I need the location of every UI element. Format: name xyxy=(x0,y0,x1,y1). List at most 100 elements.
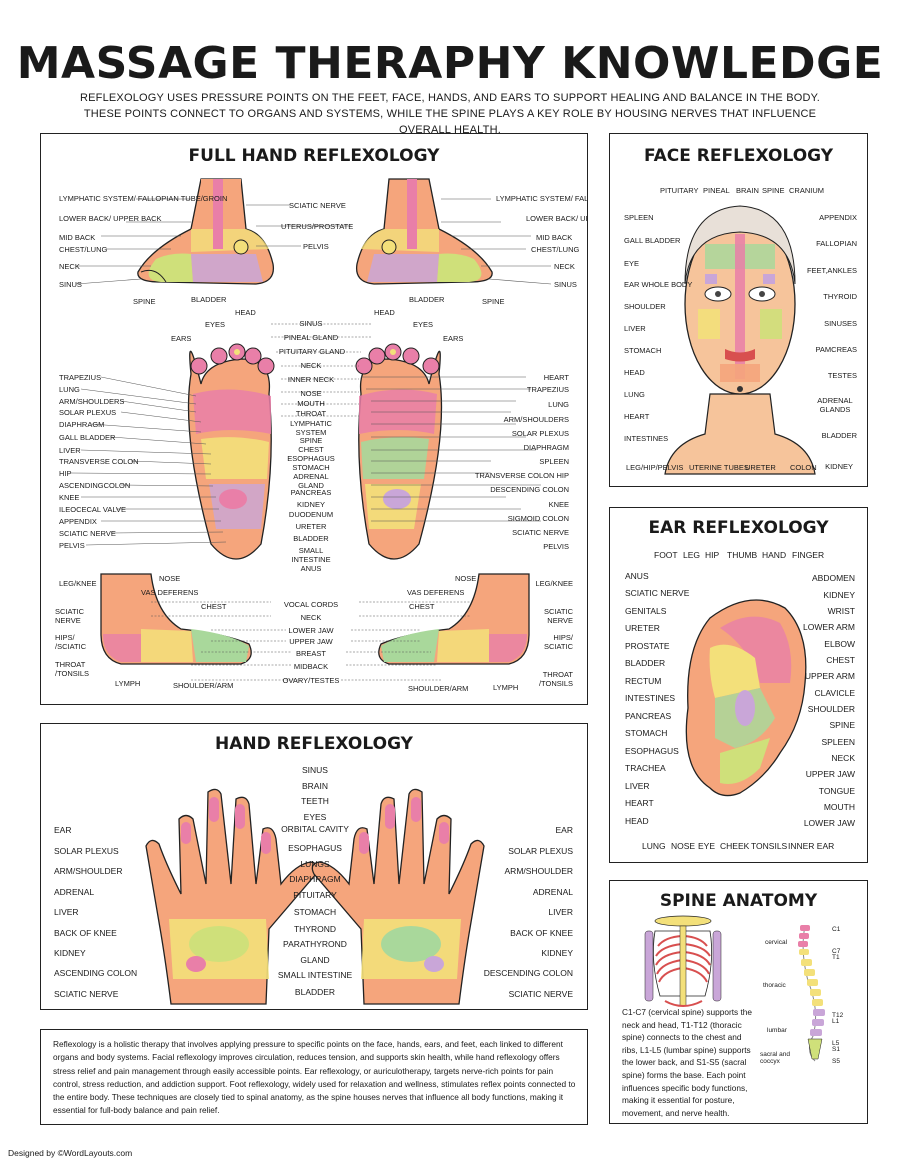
foot-illustrations xyxy=(70,178,552,681)
hand-left-1: SOLAR PLEXUS xyxy=(54,846,119,856)
sole-left-10: KNEE xyxy=(59,493,80,502)
face-top-4: CRANIUM xyxy=(789,186,824,195)
sole-center-19: SMALL INTESTINE xyxy=(291,546,331,564)
ear-left-8: PANCREAS xyxy=(625,711,672,721)
face-left-3: EAR WHOLE BODY xyxy=(624,280,693,289)
foot-top-right-1: LOWER BACK/ UPPER BACK xyxy=(526,214,587,223)
hand-left-7: ASCENDING COLON xyxy=(54,968,138,978)
foot-top-right-0: LYMPHATIC SYSTEM/ FALLOPIAN TUBE/GROIN xyxy=(496,194,588,203)
hand-center-11: PARATHYROND xyxy=(283,939,347,949)
face-right-6: TESTES xyxy=(827,371,857,380)
side-right-4: LYMPH xyxy=(493,683,519,692)
hand-reflexology-panel: HAND REFLEXOLOGY EAR SOLAR PLEXUS ARM/SH… xyxy=(40,723,588,1010)
sole-center-12: STOMACH xyxy=(292,463,330,472)
sole-right-6: SPLEEN xyxy=(539,457,569,466)
sole-left-14: PELVIS xyxy=(59,541,85,550)
vertebra-c7: C7 xyxy=(832,948,841,955)
foot-top-left-2: MID BACK xyxy=(59,233,96,242)
ear-left-1: SCIATIC NERVE xyxy=(625,588,690,598)
ear-right-0: ABDOMEN xyxy=(812,573,855,583)
side-left-2: HIPS/ /SCIATIC xyxy=(55,633,87,651)
face-right-1: FALLOPIAN xyxy=(816,239,857,248)
ear-left-5: BLADDER xyxy=(625,658,666,668)
hand-left-4: LIVER xyxy=(54,907,79,917)
foot-top-bottom-0: SPINE xyxy=(133,297,156,306)
ear-left-0: ANUS xyxy=(625,571,649,581)
side-center-0: VOCAL CORDS xyxy=(283,600,339,609)
hand-panel-title: HAND REFLEXOLOGY xyxy=(215,734,413,754)
sole-left-13: SCIATIC NERVE xyxy=(59,529,116,538)
sole-right-12: PELVIS xyxy=(543,542,569,551)
sole-left-2: ARM/SHOULDERS xyxy=(59,397,125,406)
ear-illustration xyxy=(685,599,807,797)
hand-center-1: BRAIN xyxy=(302,781,328,791)
shoulder-arm-right: SHOULDER/ARM xyxy=(408,684,469,693)
face-left-2: EYE xyxy=(624,259,640,268)
face-left-0: SPLEEN xyxy=(624,213,654,222)
sole-left xyxy=(187,343,275,560)
sole-left-8: HIP xyxy=(59,469,72,478)
hand-left-6: KIDNEY xyxy=(54,948,86,958)
spine-illustration xyxy=(644,915,825,1062)
sole-left-6: LIVER xyxy=(59,446,81,455)
sole-center-18: BLADDER xyxy=(293,534,329,543)
face-left-7: HEAD xyxy=(624,368,645,377)
sole-right-4: SOLAR PLEXUS xyxy=(511,429,569,438)
side-inner-left-2: CHEST xyxy=(201,602,227,611)
side-inner-left-0: NOSE xyxy=(159,574,181,583)
sole-center-7: THROAT xyxy=(295,409,327,418)
ear-left-14: HEAD xyxy=(625,816,649,826)
face-right-3: THYROID xyxy=(823,292,857,301)
summary-text: Reflexology is a holistic therapy that i… xyxy=(53,1039,576,1116)
sole-center-8: LYMPHATIC SYSTEM xyxy=(290,419,332,437)
sole-left-9: ASCENDINGCOLON xyxy=(59,481,131,490)
sole-right-9: KNEE xyxy=(548,500,569,509)
hand-illustrations xyxy=(145,788,485,1005)
sole-right-11: SCIATIC NERVE xyxy=(512,528,569,537)
ear-top-0: FOOT xyxy=(654,550,678,560)
face-top-0: PITUITARY xyxy=(660,186,699,195)
foot-top-left-4: NECK xyxy=(59,262,80,271)
rib-cage xyxy=(644,915,722,1007)
vertebra-t1: T1 xyxy=(832,954,840,961)
sole-right-2: LUNG xyxy=(548,400,569,409)
ear-top-1: LEG xyxy=(683,550,701,560)
vertebra-l5: L5 xyxy=(832,1040,840,1047)
side-left-4: LYMPH xyxy=(115,679,141,688)
side-right-2: HIPS/ SCIATIC xyxy=(543,633,573,651)
hand-center-14: BLADDER xyxy=(294,987,336,997)
hand-right-7: DESCENDING COLON xyxy=(483,968,573,978)
hand-right-3: ADRENAL xyxy=(532,887,573,897)
ear-bottom-0: LUNG xyxy=(642,841,666,851)
sole-center-10: CHEST xyxy=(298,445,324,454)
side-right-3: THROAT /TONSILS xyxy=(538,670,573,688)
hand-right-6: KIDNEY xyxy=(541,948,573,958)
face-right-9: KIDNEY xyxy=(825,462,853,471)
sole-right-1: TRAPEZIUS xyxy=(526,385,569,394)
ear-right-5: CHEST xyxy=(826,655,855,665)
side-right-1: SCIATIC NERVE xyxy=(543,607,573,625)
side-left-3: THROAT /TONSILS xyxy=(55,660,90,678)
ear-top-2: HIP xyxy=(705,550,720,560)
face-right-0: APPENDIX xyxy=(819,213,857,222)
sole-center-11: ESOPHAGUS xyxy=(287,454,335,463)
side-foot-left xyxy=(100,573,252,665)
face-bottom-1: UTERINE TUBES xyxy=(689,463,749,472)
sole-center-3: NECK xyxy=(300,361,322,370)
sole-center-15: KIDNEY xyxy=(297,500,325,509)
face-top-1: PINEAL xyxy=(703,186,730,195)
ear-bottom-1: NOSE xyxy=(671,841,696,851)
ear-left-13: HEART xyxy=(625,798,654,808)
foot-top-right-2: MID BACK xyxy=(536,233,573,242)
sole-left-4: DIAPHRAGM xyxy=(59,420,105,429)
foot-top-right-3: CHEST/LUNG xyxy=(531,245,580,254)
ear-right-10: SPLEEN xyxy=(821,737,855,747)
sole-right-10: SIGMOID COLON xyxy=(507,514,569,523)
ear-right-14: MOUTH xyxy=(823,802,855,812)
ear-left-10: ESOPHAGUS xyxy=(625,746,679,756)
face-bottom-2: URETER xyxy=(745,463,776,472)
hand-left-5: BACK OF KNEE xyxy=(54,928,117,938)
foot-top-center-0: SCIATIC NERVE xyxy=(289,201,346,210)
sole-center-1: PINEAL GLAND xyxy=(283,333,339,342)
summary-panel: Reflexology is a holistic therapy that i… xyxy=(40,1029,588,1125)
